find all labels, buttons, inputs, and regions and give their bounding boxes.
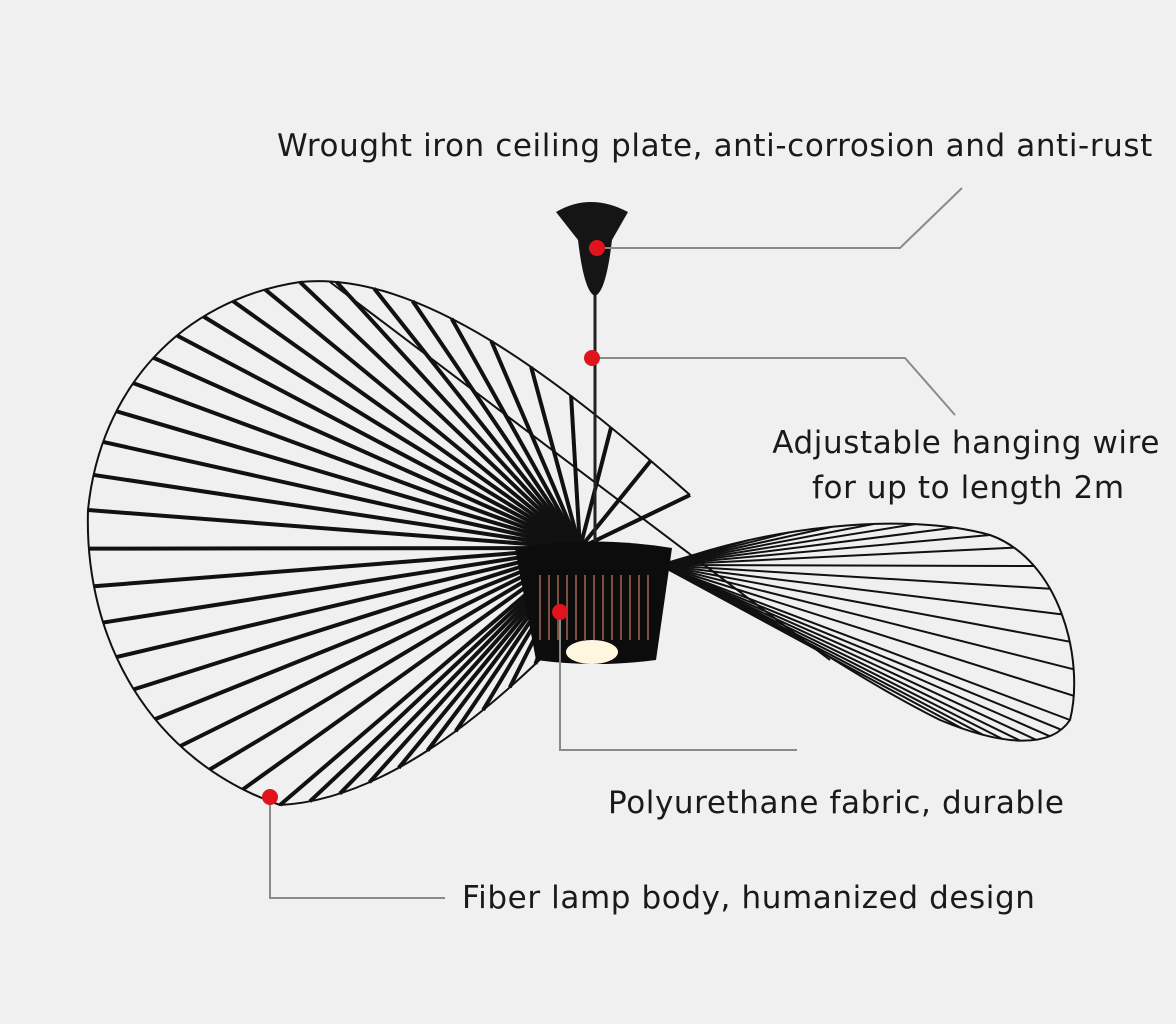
label-body: Fiber lamp body, humanized design [462,880,1036,916]
brim-ray [208,546,582,772]
brim-ray [410,299,582,550]
brim-ray [659,564,1062,616]
brim-ray [489,340,582,549]
shade-slats [539,575,649,640]
brim-ray [154,546,581,722]
lamp-brim-outline-right [679,522,1076,742]
brim-ray [202,314,582,550]
brim-ray [102,439,581,550]
brim-ray [263,287,582,550]
brim-ray [335,280,582,550]
label-ceiling-plate: Wrought iron ceiling plate, anti-corrosi… [277,128,1153,164]
brim-ray [115,546,581,659]
brim-ray [133,546,581,692]
brim-ray [529,366,582,549]
brim-ray [152,355,581,550]
leader-lines [269,187,963,899]
brim-ray [179,546,581,748]
brim-ray [659,564,1062,731]
brim-ray [578,459,653,550]
brim-ray [659,526,955,566]
label-wire-line1: Adjustable hanging wire [772,425,1160,461]
brim-ray [93,546,581,589]
brim-ray [176,333,581,550]
marker-body [262,789,278,805]
brim-ray [87,508,581,550]
brim-ray [579,493,691,550]
bulb-glow [566,640,618,664]
brim-ray [659,564,1074,671]
brim-ray [88,546,581,551]
brim-ray [659,564,1051,590]
brim-ray [231,299,582,550]
label-fabric: Polyurethane fabric, durable [608,785,1065,821]
brim-ray [659,546,1015,566]
brim-ray [569,395,582,549]
brim-ray [659,523,916,566]
brim-ray [115,409,581,550]
brim-ray [659,564,1035,568]
brim-ray [298,280,582,550]
callout-markers [262,240,605,805]
marker-ceiling-plate [589,240,605,256]
brim-ray [659,564,1075,697]
label-wire-line2: for up to length 2m [812,470,1125,506]
brim-ray [659,564,1071,721]
marker-wire [584,350,600,366]
brim-ray [659,564,1051,738]
lamp-brim-rays [87,280,1075,807]
brim-ray [102,546,581,625]
brim-ray [372,287,582,550]
brim-ray [449,317,582,549]
brim-ray [659,564,1021,742]
marker-fabric [552,604,568,620]
brim-ray [659,564,1070,643]
lamp-brim-outline-left [86,280,691,807]
brim-ray [659,534,991,566]
brim-ray [93,472,581,550]
brim-diagonal-edge [329,281,831,661]
brim-ray [132,381,581,550]
brim-ray [659,564,1037,741]
